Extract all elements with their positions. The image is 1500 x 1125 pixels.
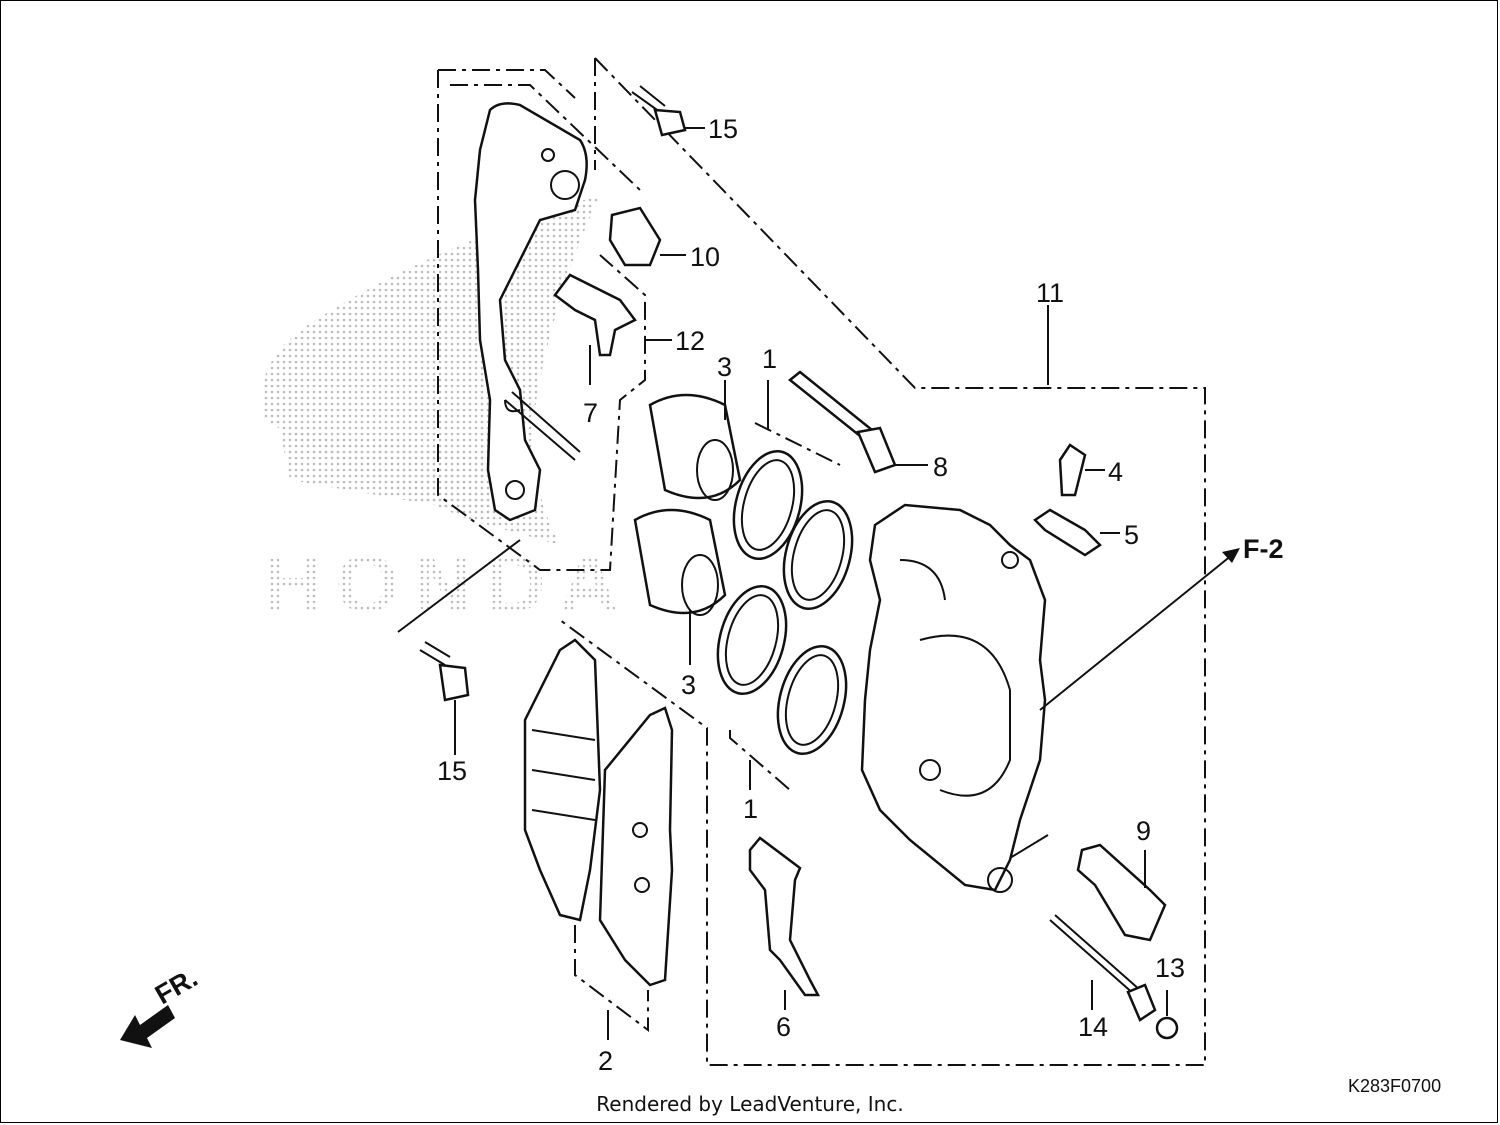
callout-8: 8 <box>933 452 948 482</box>
brake-pads-2 <box>523 638 674 1040</box>
front-arrow-icon: FR. <box>120 962 203 1048</box>
callout-1-top: 1 <box>762 344 777 374</box>
front-label: FR. <box>150 962 203 1010</box>
outline-bracket-inner <box>450 84 641 191</box>
caliper-bracket <box>473 102 588 522</box>
pistons-3 <box>633 380 742 665</box>
part-10 <box>608 206 686 267</box>
callout-12: 12 <box>675 326 705 356</box>
callout-15-bottom: 15 <box>437 756 467 786</box>
callout-4: 4 <box>1108 457 1123 487</box>
render-credit: Rendered by LeadVenture, Inc. <box>596 1092 904 1116</box>
part-6-spring <box>748 836 821 1010</box>
f2-reference-arrow <box>1039 548 1240 711</box>
bracket-pin <box>504 391 581 461</box>
outline-seal-group-1 <box>729 422 841 791</box>
callout-f2: F-2 <box>1243 534 1284 564</box>
honda-watermark: HONDA <box>261 195 633 630</box>
callout-labels: 15 10 11 12 3 1 7 8 4 5 F-2 3 15 1 9 13 … <box>437 114 1284 1076</box>
part-7-pad-spring <box>553 273 672 385</box>
seals-1 <box>716 380 854 790</box>
callout-14: 14 <box>1078 1012 1108 1042</box>
clip-13 <box>1155 990 1179 1040</box>
callout-2: 2 <box>598 1046 613 1076</box>
callout-9: 9 <box>1136 816 1151 846</box>
caliper-body <box>860 305 1049 893</box>
outline-bracket-assembly <box>437 69 646 571</box>
callout-5: 5 <box>1124 520 1139 550</box>
callout-1-bottom: 1 <box>743 794 758 824</box>
callout-13: 13 <box>1155 953 1185 983</box>
callout-3-top: 3 <box>717 352 732 382</box>
drawing-code: K283F0700 <box>1348 1076 1441 1096</box>
watermark-text: HONDA <box>262 539 633 630</box>
callout-15-top: 15 <box>708 114 738 144</box>
leader-9 <box>1009 834 1049 859</box>
outline-pad-group-2 <box>574 925 649 1033</box>
assembly-outlines <box>437 57 1206 1066</box>
callout-10: 10 <box>690 242 720 272</box>
pin-bolt-8 <box>787 370 928 474</box>
outline-caliper-assembly <box>559 57 1206 1066</box>
callout-7: 7 <box>583 398 598 428</box>
parts-4-5 <box>1033 443 1120 557</box>
bolt-15-bottom <box>419 641 470 755</box>
part-9 <box>1009 834 1167 942</box>
callout-6: 6 <box>776 1012 791 1042</box>
callout-11: 11 <box>1036 278 1064 308</box>
pin-14 <box>1049 914 1157 1022</box>
bolt-15-top <box>631 85 705 137</box>
callout-3-bottom: 3 <box>681 670 696 700</box>
leader-bolt-to-bracket <box>397 539 521 633</box>
